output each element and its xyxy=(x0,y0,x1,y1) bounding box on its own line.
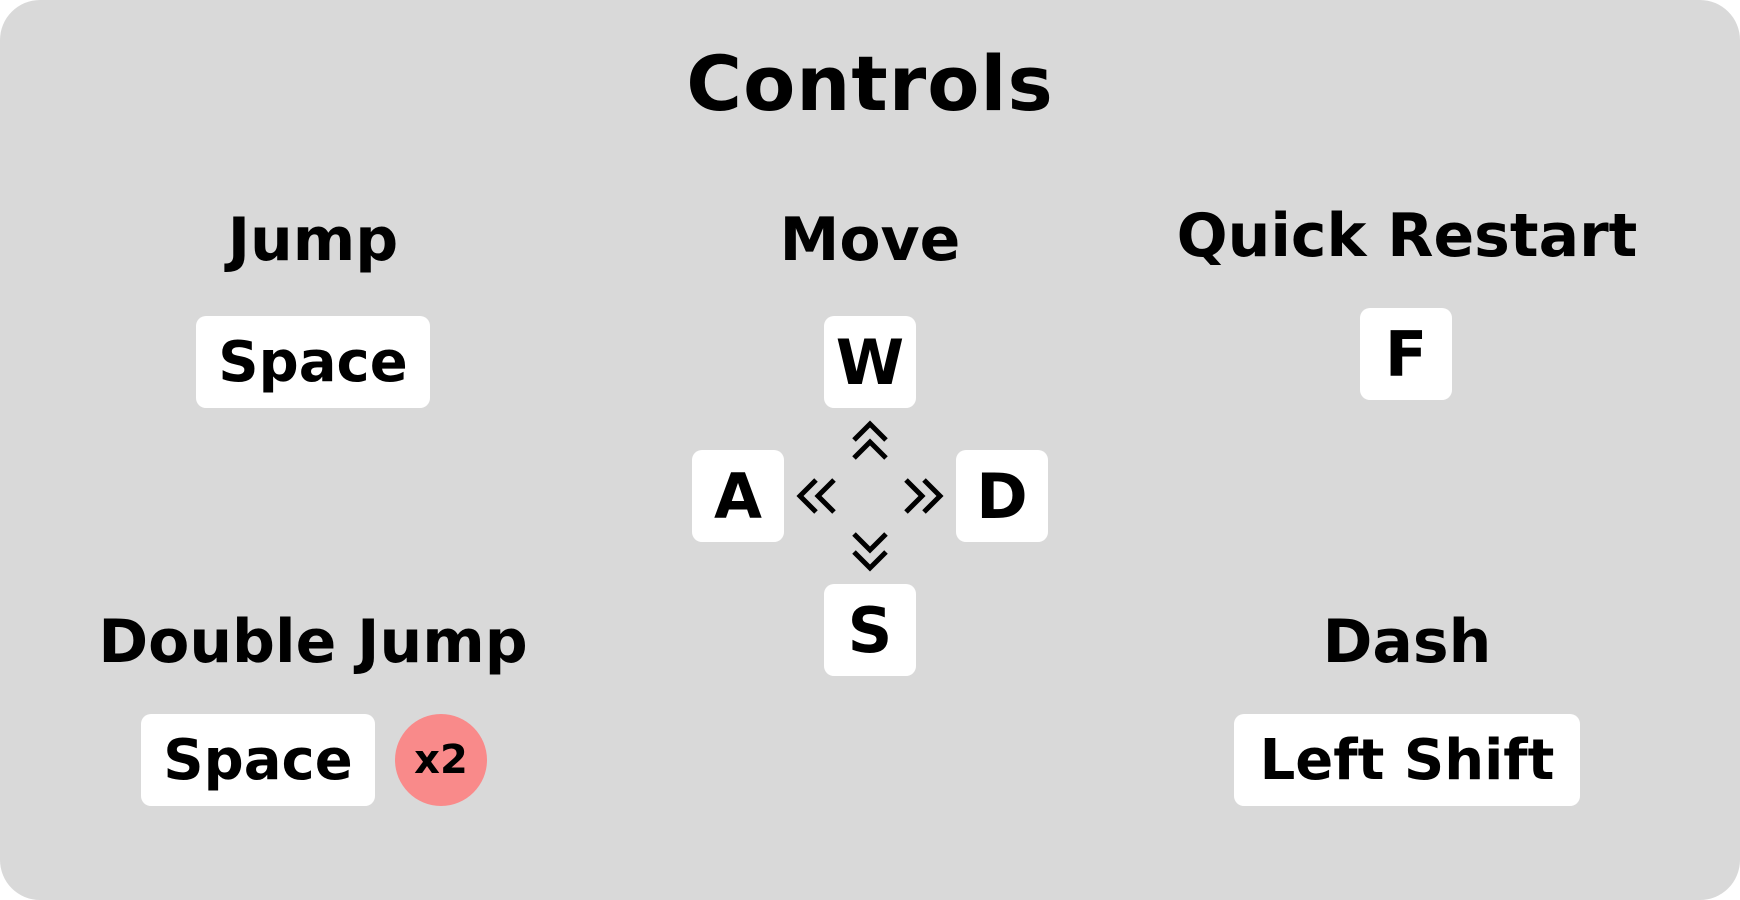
move-key-right: D xyxy=(956,450,1048,542)
move-key-left: A xyxy=(692,450,784,542)
double-jump-key: Space xyxy=(141,714,375,806)
dash-label: Dash xyxy=(1322,607,1492,677)
move-key-down: S xyxy=(824,584,916,676)
jump-label: Jump xyxy=(227,205,399,275)
restart-label: Quick Restart xyxy=(1176,201,1638,271)
page-title: Controls xyxy=(686,39,1054,128)
move-label: Move xyxy=(779,205,961,275)
restart-key: F xyxy=(1360,308,1452,400)
dash-key: Left Shift xyxy=(1234,714,1580,806)
jump-key: Space xyxy=(196,316,430,408)
double-chevron-right-icon xyxy=(904,478,944,514)
move-key-up: W xyxy=(824,316,916,408)
double-jump-multiplier-badge: x2 xyxy=(395,714,487,806)
double-jump-label: Double Jump xyxy=(98,607,528,677)
double-chevron-left-icon xyxy=(796,478,836,514)
double-chevron-up-icon xyxy=(852,420,888,460)
double-chevron-down-icon xyxy=(852,532,888,572)
